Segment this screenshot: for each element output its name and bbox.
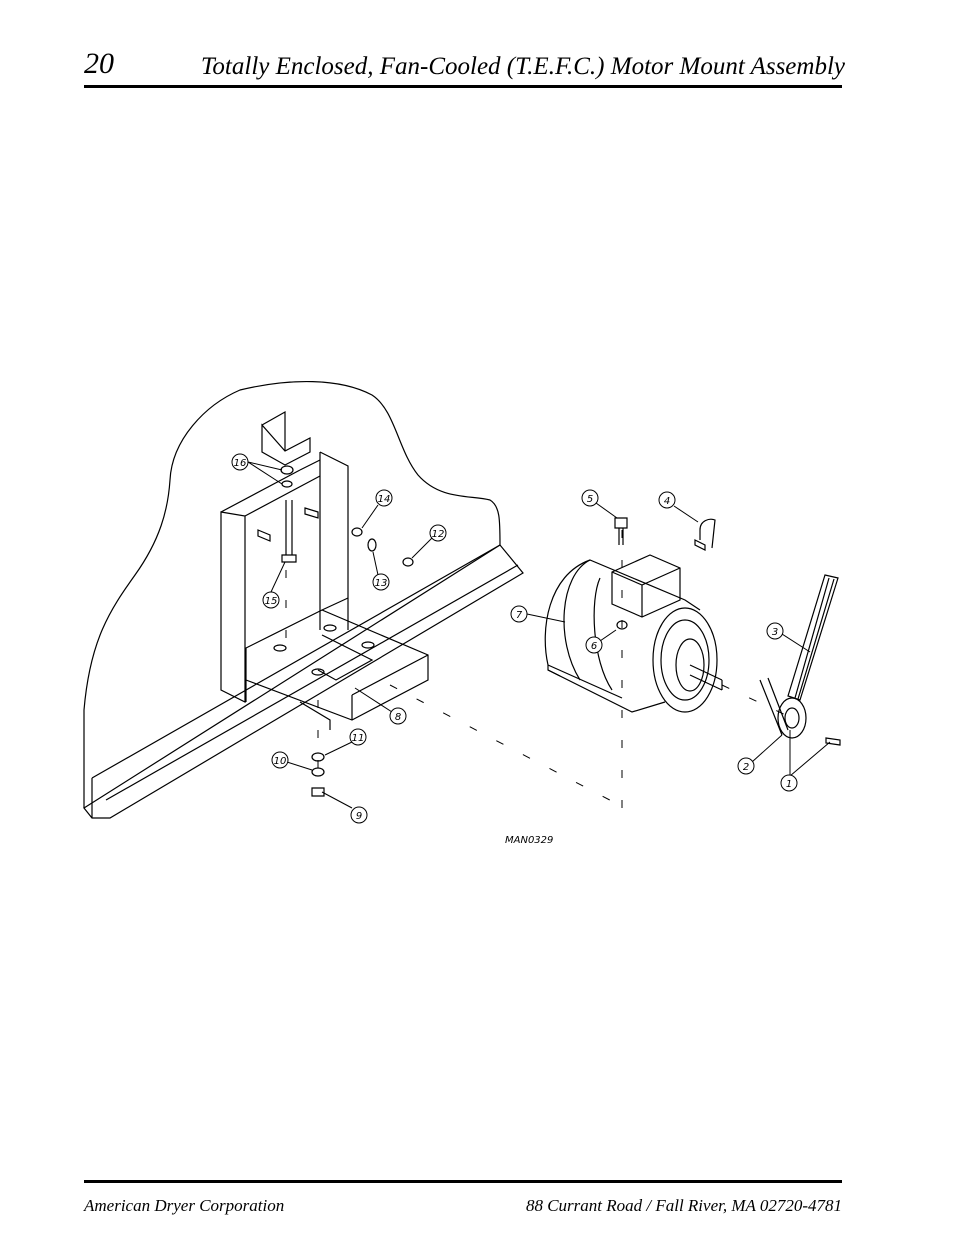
callout-5 [581, 489, 599, 507]
header-rule [84, 85, 842, 88]
footer-address: 88 Currant Road / Fall River, MA 02720-4… [525, 1196, 842, 1215]
carriage-bolt [285, 500, 293, 555]
callout-10-label: 10 [274, 756, 287, 767]
callout-4-label: 4 [664, 496, 670, 507]
callout-14 [375, 489, 393, 507]
callout-4 [658, 491, 676, 509]
callout-2-label: 2 [743, 762, 749, 773]
drive-belt [787, 574, 839, 701]
footer-rule [84, 1180, 842, 1183]
callout-9-label: 9 [356, 811, 362, 822]
motor-pulley [777, 697, 807, 739]
conduit-elbow [699, 518, 716, 549]
callout-13-label: 13 [375, 578, 388, 589]
callout-12 [429, 524, 447, 542]
callout-13 [372, 573, 390, 591]
drawing-id: MAN0329 [505, 835, 553, 846]
page-title: Totally Enclosed, Fan-Cooled (T.E.F.C.) … [200, 53, 845, 80]
callout-1-label: 1 [786, 779, 792, 790]
callout-6 [585, 636, 603, 654]
conduit-box [611, 554, 681, 618]
callout-11 [349, 728, 367, 746]
callout-12-label: 12 [432, 529, 445, 540]
motor-body [544, 559, 701, 666]
page-number: 20 [84, 47, 114, 80]
angle-clip [261, 423, 311, 466]
callout-7 [510, 605, 528, 623]
callout-16 [231, 453, 249, 471]
callout-1 [780, 774, 798, 792]
callout-14-label: 14 [378, 494, 391, 505]
callout-16-label: 16 [234, 458, 247, 469]
callout-11-label: 11 [352, 733, 365, 744]
footer-company: American Dryer Corporation [84, 1196, 285, 1215]
callout-15 [262, 591, 280, 609]
callout-15-label: 15 [265, 596, 278, 607]
motor-mount-plate [245, 609, 429, 721]
callout-2 [737, 757, 755, 775]
callout-10 [271, 751, 289, 769]
callout-8-label: 8 [395, 712, 401, 723]
callout-9 [350, 806, 368, 824]
callout-3 [766, 622, 784, 640]
centerline-shaft [389, 684, 626, 809]
upright-bracket [220, 511, 246, 703]
cabinet-wall-outline [83, 381, 501, 808]
callout-8 [389, 707, 407, 725]
callout-6-label: 6 [591, 641, 597, 652]
callout-3-label: 3 [772, 627, 778, 638]
callout-7-label: 7 [516, 610, 523, 621]
callout-5-label: 5 [587, 494, 593, 505]
channel-rail [83, 544, 524, 819]
